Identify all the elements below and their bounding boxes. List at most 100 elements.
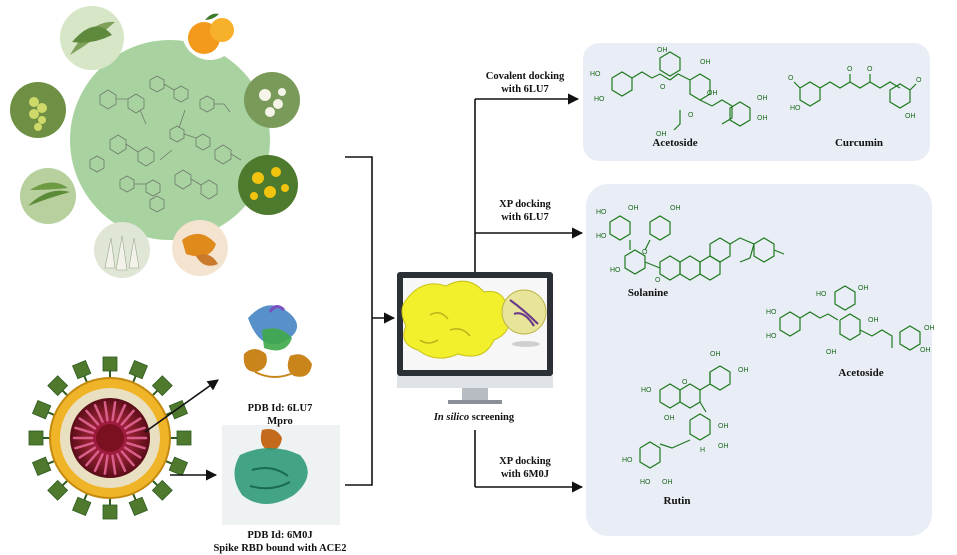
curcumin-oh-1: HO	[790, 105, 801, 112]
acetoside-mid-oh-1: HO	[766, 309, 777, 316]
leaf-plant-photo	[60, 6, 124, 70]
virus-rna-strand	[85, 450, 100, 467]
rutin-oh-6: OH	[718, 443, 729, 450]
acetoside-top-o-1: O	[660, 84, 666, 91]
covalent-results-panel	[583, 43, 930, 161]
acetoside-top-oh-6: OH	[757, 95, 768, 102]
spike-rbd-label: Spike RBD bound with ACE2	[213, 543, 346, 554]
virus-rna-strand	[126, 441, 146, 450]
rutin-oh-4: OH	[664, 415, 675, 422]
yellow-flower-photo	[238, 155, 298, 215]
plant-cluster	[10, 4, 300, 278]
virus-rna-strand	[74, 441, 94, 450]
xp-6lu7-target: with 6LU7	[501, 212, 549, 223]
spike-ace2-structure	[222, 425, 340, 525]
virus-spike-head	[31, 456, 52, 476]
acetoside-mid-name: Acetoside	[838, 367, 883, 379]
virus-spike-head	[28, 430, 44, 446]
solanine-oh-2: OH	[628, 205, 639, 212]
virus-rna-strand	[126, 426, 146, 435]
virus-spike-head	[102, 356, 118, 372]
acetoside-top-oh-2: HO	[594, 96, 605, 103]
acetoside-top-oh-5: OH	[707, 90, 718, 97]
virus-spike-head	[72, 359, 92, 380]
orange-fruit-photo	[182, 4, 238, 60]
virus-rna-strand	[93, 404, 104, 423]
white-flower-photo	[244, 72, 300, 128]
xp-results-panel	[586, 184, 932, 536]
virus-rna-strand	[103, 401, 109, 422]
garlic-photo	[94, 222, 150, 278]
green-pods-photo	[20, 168, 76, 224]
virus-spike-head	[47, 479, 69, 501]
virus-spike-head	[151, 479, 173, 501]
virus-rna-strand	[85, 409, 100, 426]
acetoside-mid-oh-4: OH	[858, 285, 869, 292]
rutin-oh-3: HO	[641, 387, 652, 394]
solanine-name: Solanine	[628, 287, 668, 299]
virus-rna-strand	[123, 417, 142, 430]
rutin-oh-5: OH	[718, 423, 729, 430]
phytochemical-structures	[89, 75, 242, 213]
virus-rna-strand	[116, 404, 127, 423]
phytochemical-circle	[70, 40, 270, 240]
acetoside-top-oh-4: OH	[700, 59, 711, 66]
virus-rna-strand	[120, 450, 135, 467]
proteins-to-screening-connector	[345, 318, 373, 486]
acetoside-top-oh-1: HO	[590, 71, 601, 78]
virus-to-mpro-arrow	[144, 379, 219, 433]
acetoside-mid-oh-8: OH	[826, 349, 837, 356]
virus-rna-strand	[111, 401, 117, 422]
acetoside-top-oh-8: OH	[656, 131, 667, 138]
curcumin-o-1: O	[847, 66, 853, 73]
mpro-label: Mpro	[267, 416, 292, 427]
rutin-o-1: O	[682, 379, 688, 386]
virus-spike-head	[151, 375, 173, 397]
acetoside-mid-oh-5: OH	[868, 317, 879, 324]
turmeric-photo	[172, 220, 228, 276]
virus-rna-strand	[93, 453, 104, 472]
acetoside-top-oh-7: OH	[757, 115, 768, 122]
virus-spike-head	[72, 496, 92, 517]
rutin-oh-9: OH	[662, 479, 673, 486]
curcumin-structure: O O O O HO OH Curcumin	[788, 66, 922, 149]
xp-6m0j-target: with 6M0J	[501, 469, 549, 480]
solanine-oh-1: HO	[596, 209, 607, 216]
mpro-protein-structure	[220, 298, 340, 398]
curcumin-o-3: O	[788, 75, 794, 82]
virus-rna-strand	[74, 426, 94, 435]
virus-spike-head	[102, 504, 118, 520]
acetoside-top-o-2: O	[688, 112, 694, 119]
rutin-oh-2: OH	[738, 367, 749, 374]
virus-rna-strand	[116, 453, 127, 472]
curcumin-o-4: O	[916, 77, 922, 84]
virus-spike-head	[128, 496, 148, 517]
pdb-6m0j-label: PDB Id: 6M0J	[247, 530, 312, 541]
grapes-photo	[10, 82, 66, 138]
plants-to-screening-connector	[345, 156, 373, 318]
curcumin-oh-2: OH	[905, 113, 916, 120]
virus-rna-strand	[78, 417, 97, 430]
rutin-oh-8: HO	[640, 479, 651, 486]
virus-spike-head	[168, 456, 189, 476]
rutin-h-1: H	[700, 447, 705, 454]
solanine-o-2: O	[655, 277, 661, 284]
virus-rna-strand	[120, 409, 135, 426]
covalent-docking-label: Covalent docking	[486, 71, 565, 82]
coronavirus-illustration	[28, 356, 192, 520]
acetoside-mid-oh-6: OH	[924, 325, 935, 332]
virus-rna-strand	[78, 446, 97, 459]
virus-rna-strand	[123, 446, 142, 459]
acetoside-mid-oh-7: OH	[920, 347, 931, 354]
screening-monitor	[397, 272, 553, 404]
virus-rna-strand	[111, 454, 117, 475]
solanine-oh-4: HO	[596, 233, 607, 240]
solanine-oh-3: OH	[670, 205, 681, 212]
solanine-oh-5: HO	[610, 267, 621, 274]
virus-spike-head	[176, 430, 192, 446]
virus-rna-strand	[103, 454, 109, 475]
curcumin-o-2: O	[867, 66, 873, 73]
pdb-6lu7-label: PDB Id: 6LU7	[248, 403, 313, 414]
virus-spike-head	[31, 400, 52, 420]
